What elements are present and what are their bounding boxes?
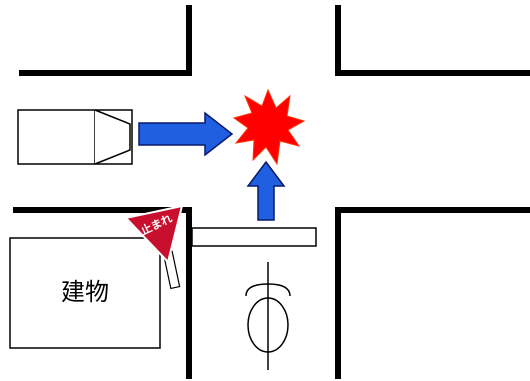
road-edge-top-right <box>335 5 530 76</box>
collision-burst-icon <box>232 88 306 166</box>
car-direction-arrow <box>138 111 234 157</box>
bicycle-handlebar <box>245 283 291 297</box>
bicycle-wheel <box>247 297 289 353</box>
building-label: 建物 <box>61 278 109 306</box>
bicycle-direction-arrow <box>246 160 286 221</box>
stop-line <box>191 227 317 247</box>
road-edge-bottom-left <box>13 207 192 379</box>
bicycle-icon <box>245 262 291 370</box>
road-edge-top-left <box>19 5 192 76</box>
stop-sign-triangle <box>124 204 184 265</box>
car-icon <box>17 109 133 165</box>
road-edge-bottom-right <box>335 207 530 379</box>
building-outline <box>9 237 161 349</box>
building: 建物 <box>9 237 161 349</box>
car-front <box>94 109 131 165</box>
stop-sign: 止まれ <box>124 204 184 290</box>
road-edges <box>13 5 530 379</box>
